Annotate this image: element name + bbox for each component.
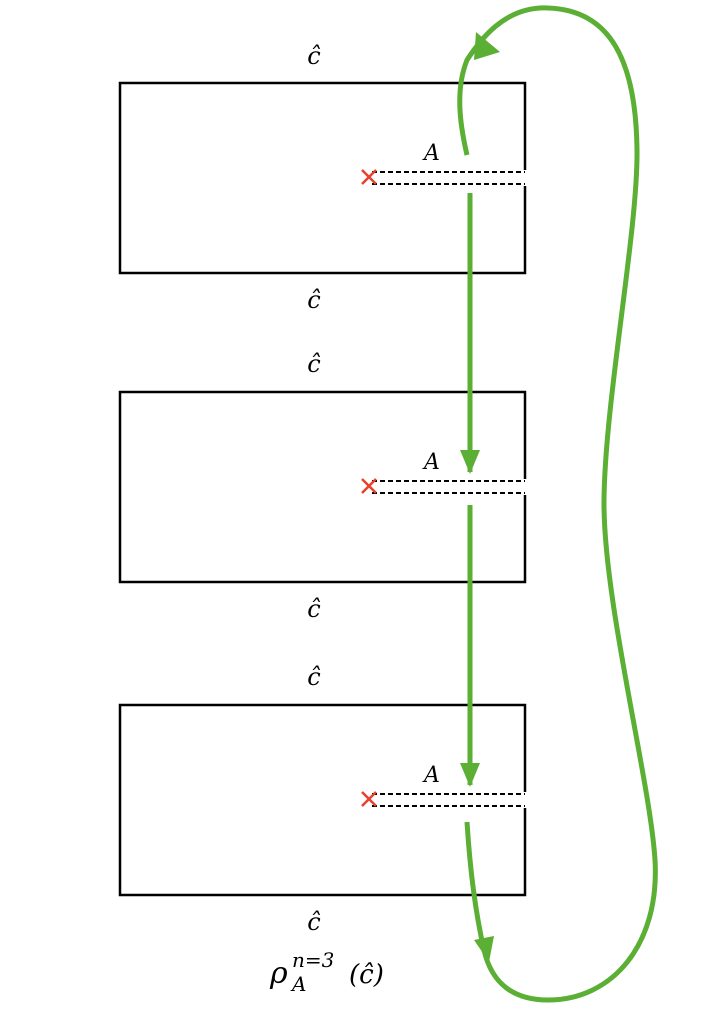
arrowhead-icon	[474, 936, 494, 962]
caption-superscript: n=3	[292, 948, 334, 972]
arrowhead-icon	[460, 450, 480, 474]
sheet-3-label-bottom: ĉ	[307, 908, 320, 936]
caption-subscript: A	[290, 972, 306, 996]
arrowhead-icon	[474, 32, 500, 60]
sheet-1-label-bottom: ĉ	[307, 286, 320, 314]
sheet-1-rect	[118, 81, 527, 275]
sheet-1-border-gap	[518, 170, 530, 186]
monodromy-arrows	[457, 5, 658, 1003]
sheet-3-interval-label: A	[422, 763, 440, 788]
sheet-1-interval-label: A	[422, 141, 440, 166]
sheet-2-border-gap	[518, 479, 530, 495]
sheet-2-branch-point-icon	[361, 478, 377, 494]
sheet-3-branch-point-icon	[361, 791, 377, 807]
arrow-sheet3-wrap-to-sheet1	[457, 5, 658, 1003]
caption: ρ n=3 A (ĉ)	[269, 948, 384, 996]
sheet-2-rect	[118, 390, 527, 584]
caption-argument: (ĉ)	[349, 960, 384, 990]
sheet-2-label-bottom: ĉ	[307, 595, 320, 623]
sheet-3-border-gap	[518, 792, 530, 808]
caption-symbol: ρ	[269, 956, 288, 991]
sheet-3: ĉ A ĉ	[118, 663, 530, 936]
sheet-1-label-top: ĉ	[307, 42, 320, 70]
sheet-3-label-top: ĉ	[307, 663, 320, 691]
sheet-2-interval-label: A	[422, 450, 440, 475]
sheet-1-branch-point-icon	[361, 169, 377, 185]
arrowhead-icon	[460, 763, 480, 787]
sheet-2: ĉ A ĉ	[118, 350, 530, 623]
sheet-2-label-top: ĉ	[307, 350, 320, 378]
sheet-3-rect	[118, 703, 527, 897]
sheet-1: ĉ A ĉ	[118, 42, 530, 314]
